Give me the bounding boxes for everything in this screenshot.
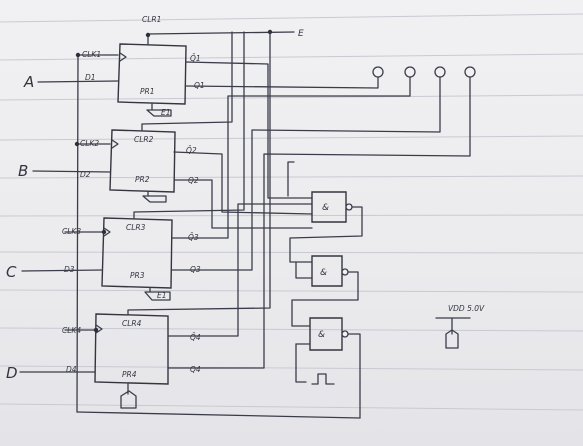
pr1-label: PR1 — [140, 87, 155, 96]
pr4-label: PR4 — [122, 370, 137, 379]
flip-flop-1: CLR1 CLK1 D1 PR1 Q̄1 Q1 E1 — [82, 15, 205, 117]
vdd-label: VDD 5.0V — [448, 304, 485, 313]
input-a-label: A — [23, 73, 34, 91]
output-wires — [167, 61, 471, 369]
gate-1-symbol: & — [322, 203, 329, 213]
output-indicator-4 — [464, 66, 476, 78]
output-indicator-2 — [404, 66, 416, 78]
e-tag-1 — [146, 103, 172, 117]
pr2-label: PR2 — [135, 175, 150, 184]
ruled-lines — [0, 13, 583, 411]
clock-triangle-icon — [111, 139, 119, 149]
d3-label: D3 — [64, 265, 75, 274]
clock-triangle-icon — [95, 324, 103, 334]
svg-text:E1: E1 — [161, 108, 171, 117]
q4-bar-label: Q̄4 — [190, 333, 201, 342]
input-c-label: C — [6, 263, 17, 281]
d2-label: D2 — [80, 170, 91, 179]
clr1-label: CLR1 — [142, 15, 161, 24]
clr2-label: CLR2 — [134, 135, 154, 144]
and-gate-2: & — [311, 255, 349, 287]
q4-label: Q4 — [190, 365, 201, 374]
flip-flop-3: CLR3 CLK3 D3 PR3 Q̄3 Q3 E1 — [62, 217, 201, 301]
vdd-supply: VDD 5.0V — [435, 304, 485, 349]
output-indicator-1 — [372, 66, 384, 78]
input-d-label: D — [6, 364, 18, 382]
gate-3-symbol: & — [318, 330, 325, 340]
gate-wires — [289, 206, 363, 419]
clr4-label: CLR4 — [122, 319, 142, 328]
clock-triangle-icon — [119, 52, 127, 62]
q1-bar-label: Q̄1 — [190, 54, 201, 63]
clock-triangle-icon — [103, 227, 111, 237]
clock-pulse-icon — [311, 373, 335, 385]
q3-bar-label: Q̄3 — [188, 233, 199, 242]
input-e-label: E — [298, 29, 304, 39]
vdd-tag-icon — [445, 329, 459, 349]
and-gate-1: & — [311, 191, 353, 223]
e-tag-2 — [142, 191, 167, 203]
gate-2-symbol: & — [320, 268, 327, 278]
output-indicators — [372, 66, 476, 78]
clock-bus — [64, 52, 361, 419]
flip-flop-2-box — [109, 129, 176, 193]
flip-flop-1-box — [117, 43, 187, 105]
and-gate-3: & — [309, 317, 349, 351]
flip-flop-4-box — [94, 313, 169, 385]
q2-bar-label: Q̄2 — [186, 146, 197, 155]
input-b-label: B — [18, 162, 28, 180]
d1-label: D1 — [85, 73, 96, 82]
output-indicator-3 — [434, 66, 446, 78]
svg-text:E1: E1 — [157, 291, 167, 300]
clr3-label: CLR3 — [126, 223, 146, 232]
supply-tag-icon — [120, 383, 137, 409]
e-tag-3 — [144, 287, 171, 301]
d4-label: D4 — [66, 365, 77, 374]
pr3-label: PR3 — [130, 271, 145, 280]
clear-bus: E — [127, 29, 304, 315]
flip-flop-3-box — [101, 217, 173, 289]
flip-flop-2: CLR2 CLK2 D2 PR2 Q̄2 Q2 — [80, 129, 199, 203]
